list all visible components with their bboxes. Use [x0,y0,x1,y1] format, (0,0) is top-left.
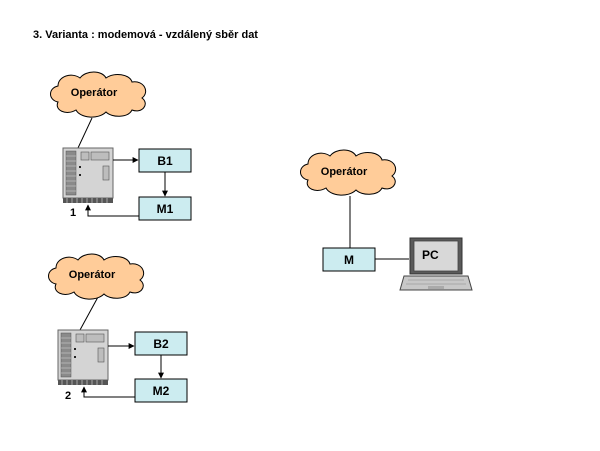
group-1-device-number: 1 [70,207,76,219]
box-b2-label: B2 [153,337,169,351]
box-m2 [134,378,188,403]
group-3: Operátor M PC [300,149,473,291]
group-1-cloud-link [77,117,93,149]
group-1-plc-controller-icon [62,147,114,204]
laptop-screen-label: PC [422,248,439,262]
box-b1-label: B1 [157,154,173,168]
group-2-device-number: 2 [65,390,71,402]
box-modem-label: M [344,253,354,267]
box-m2-label: M2 [153,384,170,398]
laptop-icon [399,237,473,291]
group-3-cloud-label: Operátor [321,166,368,178]
group-1-cloud-label: Operátor [71,87,118,99]
group-1: Operátor 1 B1 M1 [50,71,192,221]
group-2: Operátor 2 B2 M2 [48,253,188,403]
box-m1 [138,196,192,221]
group-2-cloud-link [79,296,99,331]
group-2-cloud-label: Operátor [69,269,116,281]
diagram-title: 3. Varianta : modemová - vzdálený sběr d… [33,29,258,41]
arrow-m1-to-plc1 [85,204,139,217]
box-m1-label: M1 [157,202,174,216]
arrow-m2-to-plc2 [81,386,135,398]
group-2-plc-controller-icon [57,329,109,386]
